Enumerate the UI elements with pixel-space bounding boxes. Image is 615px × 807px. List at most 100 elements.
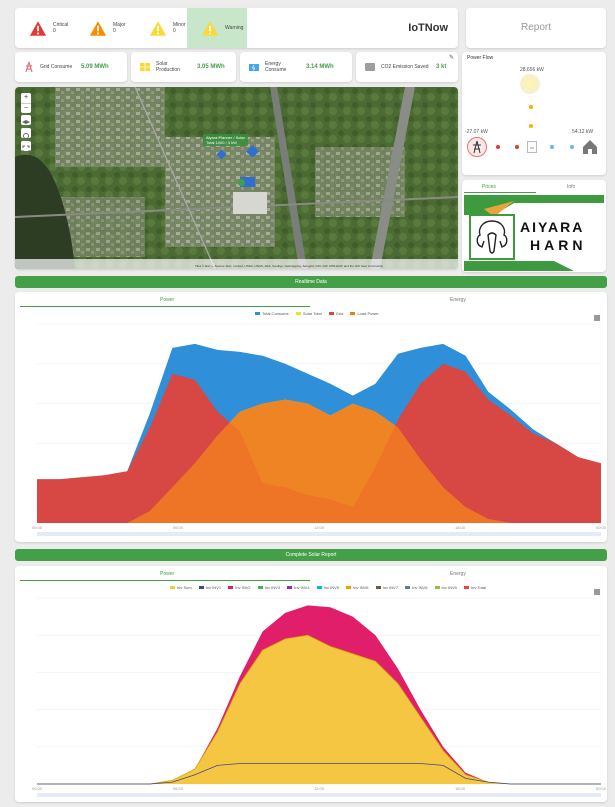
legend-label: Inv INV7 — [382, 585, 398, 590]
legend-label: Load Power — [357, 311, 379, 316]
logo-text-line1: AIYARA — [520, 219, 585, 235]
zoom-in-button[interactable]: + — [23, 94, 29, 101]
side-tab-panel: Prices Info AIYARA HARN — [462, 180, 606, 272]
map-popup: Aiyara Planner / Solar Total 1000 / 3 kW — [203, 134, 248, 146]
kpi-label: Grid Consume — [40, 64, 73, 70]
legend-label: Inv INV9 — [441, 585, 457, 590]
locate-icon — [23, 133, 29, 139]
warning-triangle-icon — [201, 20, 219, 36]
legend-item[interactable]: Inv INV9 — [434, 585, 457, 590]
co2-icon — [365, 63, 375, 71]
solar-kw: 28.656 kW — [520, 67, 544, 73]
alert-label: Warning — [225, 25, 244, 31]
flow-dot — [496, 145, 500, 149]
legend-label: Total Consume — [262, 311, 289, 316]
tab-info[interactable]: Info — [567, 184, 576, 190]
kpi-label: Energy Consume — [265, 61, 287, 73]
warning-triangle-icon — [149, 20, 167, 36]
series-area — [37, 399, 601, 523]
popup-title: Aiyara Planner / Solar — [206, 135, 245, 140]
kpi-energy-consume: Energy Consume 3.14 MWh — [240, 52, 352, 82]
navigator-strip — [37, 793, 601, 797]
realtime-data-button[interactable]: Realtime Data — [15, 276, 607, 288]
x-tick-label: 06:00 — [173, 786, 184, 791]
chart1-tab-underline — [20, 306, 310, 307]
legend-item[interactable]: Inv INV5 — [316, 585, 340, 590]
tab-prices[interactable]: Prices — [482, 184, 496, 190]
home-node[interactable] — [580, 137, 600, 157]
complete-solar-report-button[interactable]: Complete Solar Report — [15, 549, 607, 561]
x-tick-label: 00:00 — [596, 525, 607, 530]
legend-item[interactable]: Inv INV2 — [228, 585, 251, 590]
map-layers-button[interactable] — [21, 115, 31, 125]
series-area — [37, 635, 601, 784]
legend-item[interactable]: Grid — [328, 311, 344, 316]
grid-tower-icon — [473, 140, 481, 154]
legend-label: Inv INV5 — [323, 585, 340, 590]
solar-panel-icon — [140, 63, 150, 71]
map-fullscreen-button[interactable] — [21, 141, 31, 153]
chart1-tab-power[interactable]: Power — [160, 297, 175, 303]
flow-dot — [570, 145, 574, 149]
flow-dot — [550, 145, 554, 149]
x-tick-label: 00:00 — [32, 786, 43, 791]
warning-triangle-icon — [29, 20, 47, 36]
map-marker[interactable] — [238, 179, 245, 186]
report-button[interactable]: Report — [466, 8, 606, 48]
legend-item[interactable]: Inv Total — [464, 585, 486, 590]
legend-label: Inv INV8 — [412, 585, 428, 590]
legend-item[interactable]: Inv INV4 — [287, 585, 310, 590]
chart1-tab-energy[interactable]: Energy — [450, 297, 466, 303]
legend-item[interactable]: Inv Sum — [170, 585, 192, 590]
kpi-label: Solar Production — [156, 61, 180, 73]
elephant-icon — [476, 220, 508, 254]
power-flow-panel: Power Flow 28.656 kW -27.07 kW 54.12 kW — [462, 52, 606, 175]
popup-sub: Total 1000 / 3 kW — [206, 140, 237, 145]
legend-item[interactable]: Inv INV6 — [346, 585, 368, 590]
legend-item[interactable]: Inv INV8 — [405, 585, 427, 590]
inverter-node[interactable] — [527, 141, 537, 153]
grid-tower-icon — [25, 61, 33, 73]
menu-icon[interactable] — [593, 588, 601, 596]
legend-label: Inv INV6 — [353, 585, 369, 590]
tab-underline — [464, 192, 536, 193]
legend-item[interactable]: Load Power — [350, 311, 379, 316]
x-tick-label: 00:00 — [32, 525, 43, 530]
home-icon — [583, 140, 597, 154]
grid-kw: -27.07 kW — [465, 129, 488, 135]
grid-node[interactable] — [467, 137, 487, 157]
flow-dot — [515, 145, 519, 149]
legend-label: Inv INV2 — [235, 585, 251, 590]
legend-item[interactable]: Total Consume — [255, 311, 289, 316]
menu-icon[interactable] — [593, 314, 601, 322]
kpi-co2-saved: CO2 Emission Saved 3 kt ✎ — [356, 52, 458, 82]
x-tick-label: 12:00 — [314, 786, 325, 791]
x-tick-label: 00:00 — [596, 786, 607, 791]
legend-item[interactable]: Solar Total — [295, 311, 322, 316]
company-logo: AIYARA HARN — [464, 195, 604, 271]
chart2-tab-energy[interactable]: Energy — [450, 571, 466, 577]
legend-label: Inv Total — [471, 585, 486, 590]
chart2-tab-power[interactable]: Power — [160, 571, 175, 577]
warning-triangle-icon — [89, 20, 107, 36]
solar-node[interactable] — [520, 74, 540, 94]
legend-label: Inv INV3 — [264, 585, 281, 590]
legend-item[interactable]: Inv INV7 — [375, 585, 398, 590]
kpi-label: CO2 Emission Saved — [381, 64, 429, 70]
legend-item[interactable]: Inv INV3 — [257, 585, 281, 590]
zoom-out-button[interactable]: − — [21, 103, 31, 113]
alert-count: 0 — [53, 28, 56, 34]
legend-item[interactable]: Inv INV1 — [198, 585, 221, 590]
legend-label: Grid — [335, 311, 344, 316]
chart2-legend: Inv Sum Inv INV1 Inv INV2 Inv INV3 Inv I… — [170, 585, 492, 590]
alert-warning[interactable]: Warning — [187, 8, 247, 48]
edit-icon[interactable]: ✎ — [448, 55, 454, 61]
map-locate-button[interactable] — [21, 128, 31, 139]
map-panel[interactable]: Tiles © Esri — Source: Esri, i-cubed, US… — [15, 87, 458, 269]
kpi-value: 3 kt — [436, 64, 447, 70]
energy-icon — [249, 64, 259, 71]
sun-icon — [526, 80, 534, 88]
